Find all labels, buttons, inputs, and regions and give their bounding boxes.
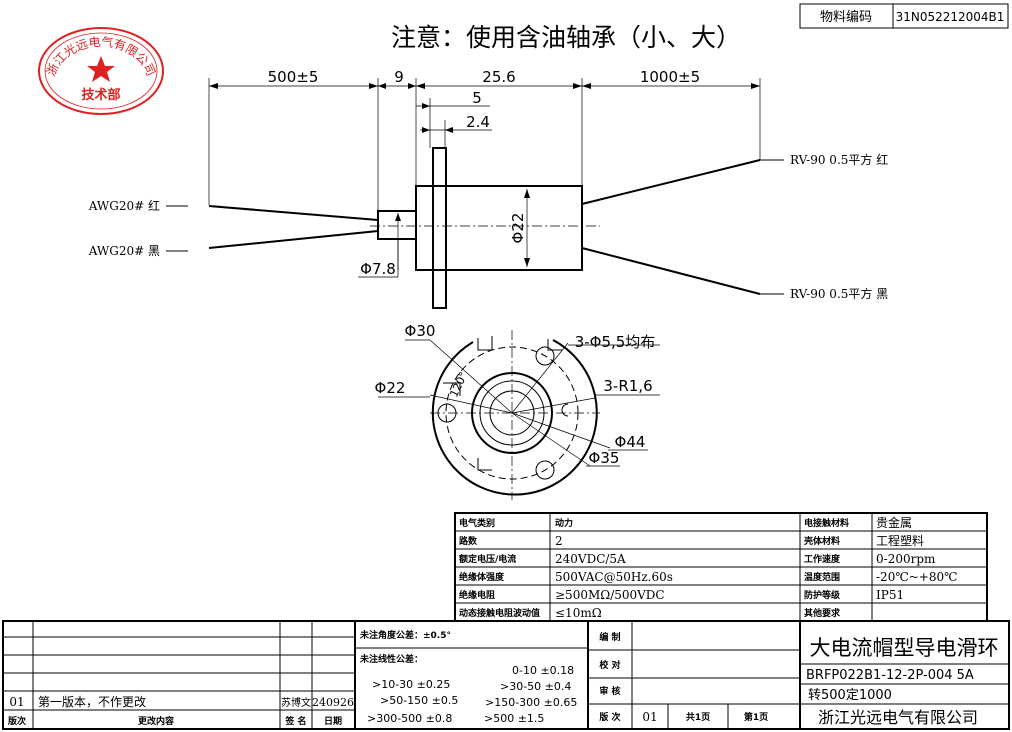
spec-label: 电气类别 — [459, 517, 495, 529]
dim-phi35: Φ35 — [589, 449, 620, 467]
spec-value: -20℃~+80℃ — [876, 570, 958, 584]
title-block: 01 第一版本，不作更改 苏博文 240926 版次 更改内容 签 名 日期 未… — [2, 620, 1010, 730]
angle-tolerance: 未注角度公差：±0.5° — [359, 629, 451, 641]
mounting-flange — [432, 147, 447, 309]
spec-value: ≤10mΩ — [555, 606, 602, 620]
rev-content: 第一版本，不作更改 — [38, 695, 146, 709]
spec-label: 额定电压/电流 — [459, 553, 516, 565]
rev-signer: 苏博文 — [281, 696, 311, 709]
label-right-red: RV-90 0.5平方 红 — [790, 152, 888, 167]
tolerance-item: >300-500 ±0.8 — [367, 712, 452, 725]
dim-phi7-8: Φ7.8 — [360, 260, 396, 278]
spec-label: 温度范围 — [804, 571, 840, 583]
rev-header-date: 日期 — [324, 715, 342, 727]
dim-radius: 3-R1,6 — [603, 377, 652, 395]
ver-value: 01 — [642, 710, 657, 724]
spec-value: 动力 — [555, 517, 573, 529]
star-icon — [87, 56, 115, 82]
role-draw: 编 制 — [599, 631, 620, 643]
spec-label: 路数 — [459, 535, 478, 547]
dim-phi30: Φ30 — [405, 322, 436, 340]
tolerance-item: >50-150 ±0.5 — [380, 694, 458, 707]
dim-phi22-body: Φ22 — [509, 213, 527, 244]
material-code-value: 31N052212004B1 — [896, 10, 1005, 24]
wire-left-black — [208, 230, 379, 249]
company-seal: 浙江光远电气有限公司 技术部 — [38, 27, 164, 115]
front-view: Φ30 Φ22 3-Φ5,5均布 3-R1,6 Φ44 Φ35 120° — [375, 322, 660, 500]
label-right-black: RV-90 0.5平方 黑 — [790, 286, 888, 301]
wire-left-red — [208, 205, 379, 221]
spec-label: 工作速度 — [804, 553, 841, 565]
tolerance-item: >10-30 ±0.25 — [372, 678, 450, 691]
spec-table: 电气类别 动力 电接触材料 贵金属 路数 2 壳体材料 工程塑料 额定电压/电流… — [454, 512, 988, 622]
dim-500: 500±5 — [268, 68, 319, 86]
wire-length: 转500定1000 — [808, 688, 892, 703]
wire-right-black — [581, 247, 761, 295]
spec-label: 动态接触电阻波动值 — [459, 607, 540, 619]
spec-label: 其他要求 — [804, 607, 841, 619]
spec-value: 2 — [555, 534, 563, 548]
rev-header-content: 更改内容 — [138, 715, 174, 727]
side-view: 500±5 9 25.6 1000±5 5 2.4 Φ22 Φ7.8 AWG20… — [88, 68, 888, 309]
dim-9: 9 — [394, 68, 404, 86]
label-left-black: AWG20# 黑 — [88, 244, 160, 258]
linear-tolerance-label: 未注线性公差： — [359, 653, 423, 665]
product-name: 大电流帽型导电滑环 — [810, 636, 999, 660]
company-name: 浙江光远电气有限公司 — [818, 708, 978, 727]
model-number: BRFP022B1-12-2P-004 5A — [806, 668, 974, 683]
material-code-label: 物料编码 — [820, 10, 872, 25]
dim-phi22-front: Φ22 — [375, 379, 406, 397]
tolerance-item: 0-10 ±0.18 — [512, 664, 574, 677]
spec-value: 0-200rpm — [876, 552, 936, 566]
dim-5: 5 — [472, 89, 482, 107]
role-ver: 版 次 — [598, 711, 620, 723]
spec-label: 绝缘体强度 — [459, 571, 505, 583]
spec-value: IP51 — [876, 588, 904, 602]
material-code-box — [799, 3, 1009, 29]
role-review: 审 核 — [599, 685, 620, 697]
spec-label: 防护等级 — [804, 589, 841, 601]
dim-2-4: 2.4 — [466, 113, 490, 131]
spec-value: 贵金属 — [876, 515, 912, 530]
spec-value: ≥500MΩ/500VDC — [555, 588, 665, 602]
role-check: 校 对 — [599, 659, 620, 671]
dim-phi44: Φ44 — [615, 433, 646, 451]
rotor-shaft — [377, 210, 417, 240]
rev-no: 01 — [9, 695, 24, 709]
spec-label: 电接触材料 — [804, 517, 849, 529]
label-left-red: AWG20# 红 — [88, 198, 160, 213]
slip-ring-body — [415, 185, 583, 271]
spec-label: 壳体材料 — [803, 535, 840, 547]
page-number: 第1页 — [744, 711, 768, 723]
spec-value: 500VAC@50Hz.60s — [555, 570, 673, 584]
rev-header-ver: 版次 — [7, 715, 26, 727]
wire-right-red — [581, 159, 761, 205]
spec-value: 工程塑料 — [876, 533, 924, 548]
spec-value: 240VDC/5A — [555, 552, 626, 566]
seal-dept: 技术部 — [81, 87, 120, 103]
dim-25-6: 25.6 — [482, 68, 515, 86]
tolerance-item: >30-50 ±0.4 — [500, 680, 571, 693]
spec-label: 绝缘电阻 — [459, 589, 495, 601]
dim-1000: 1000±5 — [640, 68, 700, 86]
tolerance-item: >150-300 ±0.65 — [485, 696, 577, 709]
tolerance-item: >500 ±1.5 — [484, 712, 544, 725]
rev-header-sign: 签 名 — [284, 715, 306, 727]
dim-holes: 3-Φ5,5均布 — [575, 333, 656, 351]
dim-angle: 120° — [447, 370, 470, 400]
notice-title: 注意：使用含油轴承（小、大） — [391, 23, 741, 52]
total-pages: 共1页 — [686, 711, 710, 723]
rev-date: 240926 — [312, 696, 354, 709]
